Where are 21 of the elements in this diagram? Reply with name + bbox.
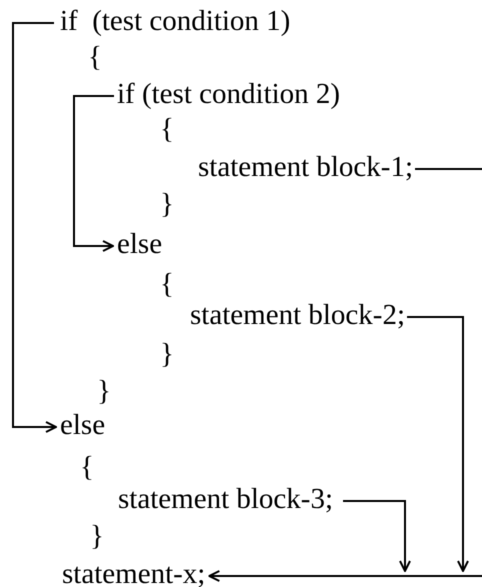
brace: } — [97, 374, 111, 408]
arrow — [12, 22, 57, 433]
statement-text: statement block-3; — [118, 482, 334, 516]
brace: { — [160, 267, 174, 301]
brace: { — [80, 450, 94, 484]
brace: { — [160, 112, 174, 146]
arrow — [407, 316, 469, 572]
if-statement: if (test condition 1) — [60, 4, 290, 38]
brace: } — [90, 519, 104, 553]
if-statement: if (test condition 2) — [117, 77, 340, 111]
brace: { — [88, 40, 102, 74]
brace: } — [160, 337, 174, 371]
arrow — [343, 500, 411, 572]
brace: } — [160, 187, 174, 221]
else-keyword: else — [117, 227, 162, 261]
statement-text: statement block-2; — [190, 298, 406, 332]
connector-line — [415, 168, 482, 170]
arrow — [73, 95, 114, 252]
statement-text: statement block-1; — [198, 150, 414, 184]
else-keyword: else — [60, 408, 106, 442]
arrow — [208, 570, 482, 582]
